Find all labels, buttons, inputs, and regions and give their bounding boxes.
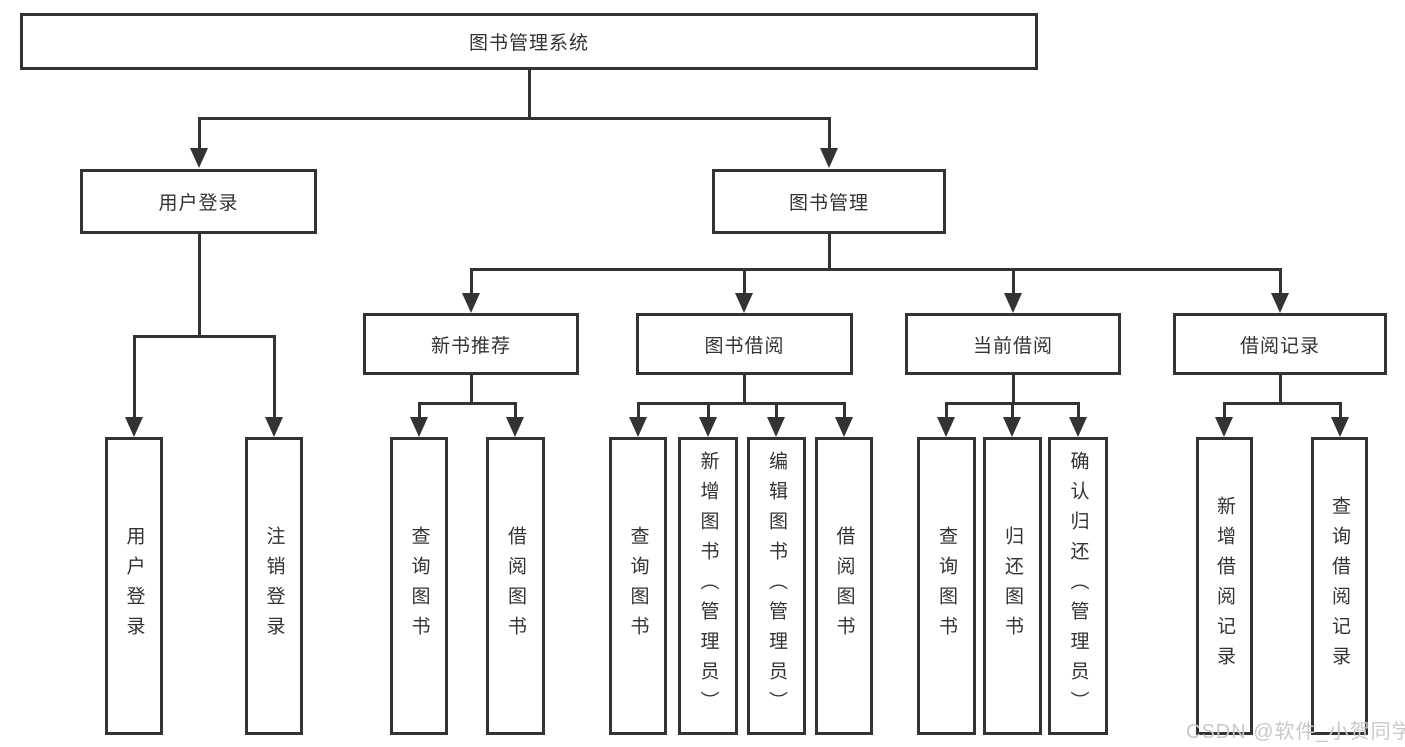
connector-user-login-drop: [198, 117, 201, 152]
connector-br-leaf2-drop: [1339, 402, 1342, 421]
connector-cb-leaf1-drop: [945, 402, 948, 421]
node-book-borrow-label: 图书借阅: [704, 335, 785, 357]
connector-root-stem: [528, 70, 531, 120]
connector-book-mgmt-drop: [828, 117, 831, 152]
connector-bb-leaf2-drop: [707, 402, 710, 421]
arrowhead-bb-leaf4: [835, 417, 853, 437]
node-book-borrow: 图书借阅: [636, 313, 853, 375]
arrowhead-new-book: [462, 293, 480, 313]
leaf-cb-return-book-label: 归还图书: [1002, 526, 1023, 646]
leaf-cb-confirm-return-admin: 确认归还（管理员）: [1048, 437, 1108, 735]
connector-bb-leaf4-drop: [843, 402, 846, 421]
connector-user-login-stem: [198, 234, 201, 338]
leaf-bb-add-book-admin-label: 新增图书（管理员）: [697, 451, 719, 721]
leaf-br-add-record: 新增借阅记录: [1196, 437, 1253, 735]
node-current-borrow: 当前借阅: [905, 313, 1121, 375]
connector-nb-split: [418, 402, 516, 405]
connector-l3-drop-1: [470, 268, 473, 296]
connector-br-split: [1223, 402, 1341, 405]
arrowhead-ul-leaf2: [265, 417, 283, 437]
node-book-management-label: 图书管理: [788, 193, 869, 214]
arrowhead-current-borrow: [1004, 293, 1022, 313]
arrowhead-bb-leaf1: [629, 417, 647, 437]
node-user-login: 用户登录: [80, 169, 317, 234]
node-current-borrow-label: 当前借阅: [972, 335, 1053, 357]
arrowhead-book-borrow: [735, 293, 753, 313]
connector-l3-drop-4: [1279, 268, 1282, 296]
node-book-management: 图书管理: [712, 169, 946, 234]
leaf-bb-edit-book-admin-label: 编辑图书（管理员）: [766, 451, 787, 721]
connector-user-login-split: [133, 335, 275, 338]
leaf-bb-query-book-label: 查询图书: [627, 526, 649, 646]
root-node: 图书管理系统: [20, 13, 1038, 70]
arrowhead-bb-leaf3: [767, 417, 785, 437]
leaf-bb-add-book-admin: 新增图书（管理员）: [678, 437, 738, 735]
leaf-bb-borrow-book: 借阅图书: [815, 437, 873, 735]
arrowhead-br-leaf1: [1215, 417, 1233, 437]
leaf-bb-edit-book-admin: 编辑图书（管理员）: [747, 437, 806, 735]
leaf-logout: 注销登录: [245, 437, 303, 735]
connector-bb-split: [637, 402, 845, 405]
connector-book-mgmt-stem: [828, 234, 831, 271]
arrowhead-nb-leaf1: [410, 417, 428, 437]
leaf-br-query-record-label: 查询借阅记录: [1329, 496, 1350, 676]
node-user-login-label: 用户登录: [158, 193, 239, 214]
leaf-user-login-label: 用户登录: [123, 526, 145, 646]
watermark: CSDN @软件_小贺同学: [1186, 721, 1405, 743]
connector-bb-stem: [743, 375, 746, 405]
arrowhead-user-login: [190, 148, 208, 168]
arrowhead-cb-leaf1: [937, 417, 955, 437]
arrowhead-nb-leaf2: [506, 417, 524, 437]
leaf-br-query-record: 查询借阅记录: [1311, 437, 1368, 735]
arrowhead-ul-leaf1: [125, 417, 143, 437]
node-new-book-recommend: 新书推荐: [363, 313, 579, 375]
leaf-nb-borrow-book-label: 借阅图书: [505, 526, 526, 646]
node-borrow-record: 借阅记录: [1173, 313, 1387, 375]
arrowhead-cb-leaf3: [1069, 417, 1087, 437]
connector-ul-leaf2-drop: [273, 335, 276, 421]
root-node-label: 图书管理系统: [468, 33, 589, 54]
leaf-nb-query-book-label: 查询图书: [408, 526, 430, 646]
arrowhead-book-mgmt: [820, 148, 838, 168]
connector-bb-leaf1-drop: [637, 402, 640, 421]
connector-nb-stem: [470, 375, 473, 405]
arrowhead-borrow-record: [1271, 293, 1289, 313]
leaf-bb-borrow-book-label: 借阅图书: [833, 526, 855, 646]
node-borrow-record-label: 借阅记录: [1239, 335, 1320, 357]
connector-nb-leaf1-drop: [418, 402, 421, 421]
arrowhead-br-leaf2: [1331, 417, 1349, 437]
leaf-user-login: 用户登录: [105, 437, 163, 735]
connector-br-leaf1-drop: [1223, 402, 1226, 421]
leaf-nb-query-book: 查询图书: [390, 437, 448, 735]
leaf-cb-return-book: 归还图书: [983, 437, 1042, 735]
connector-br-stem: [1279, 375, 1282, 405]
leaf-bb-query-book: 查询图书: [609, 437, 667, 735]
connector-cb-leaf3-drop: [1077, 402, 1080, 421]
arrowhead-bb-leaf2: [699, 417, 717, 437]
connector-l3-drop-3: [1012, 268, 1015, 296]
connector-cb-leaf2-drop: [1011, 402, 1014, 421]
node-new-book-recommend-label: 新书推荐: [430, 335, 511, 357]
connector-bb-leaf3-drop: [775, 402, 778, 421]
leaf-cb-confirm-return-admin-label: 确认归还（管理员）: [1067, 451, 1089, 721]
connector-root-split: [198, 117, 831, 120]
connector-cb-stem: [1012, 375, 1015, 405]
connector-nb-leaf2-drop: [514, 402, 517, 421]
leaf-cb-query-book: 查询图书: [917, 437, 976, 735]
connector-ul-leaf1-drop: [133, 335, 136, 421]
arrowhead-cb-leaf2: [1003, 417, 1021, 437]
connector-book-mgmt-split: [470, 268, 1281, 271]
leaf-cb-query-book-label: 查询图书: [936, 526, 957, 646]
leaf-br-add-record-label: 新增借阅记录: [1214, 496, 1235, 676]
leaf-nb-borrow-book: 借阅图书: [486, 437, 545, 735]
leaf-logout-label: 注销登录: [263, 526, 285, 646]
connector-l3-drop-2: [743, 268, 746, 296]
